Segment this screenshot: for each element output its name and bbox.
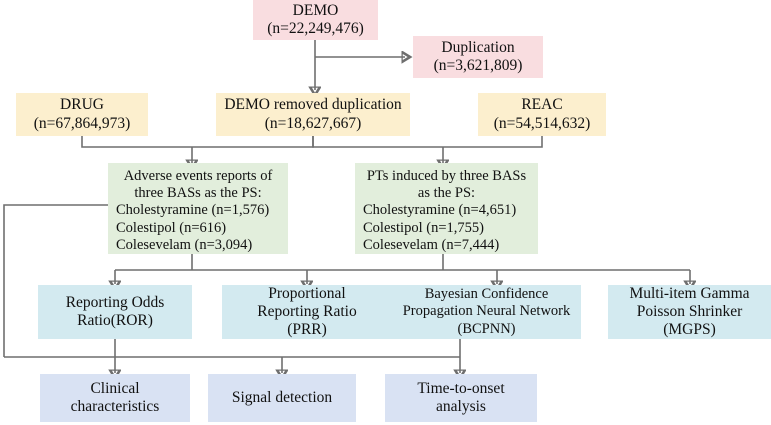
wire-merge-right-bus	[312, 136, 543, 148]
prr-line2: Reporting Ratio	[257, 302, 357, 320]
pts-line1: PTs induced by three BASs	[366, 168, 527, 185]
bcpnn-line1: Bayesian Confidence	[424, 286, 549, 303]
pts-line4: Colestipol (n=1,755)	[363, 219, 484, 236]
node-mgps[interactable]: Multi-item Gamma Poisson Shrinker (MGPS)	[608, 285, 771, 339]
node-demo-label: DEMO	[292, 1, 339, 19]
node-time-to-onset-analysis[interactable]: Time-to-onset analysis	[385, 374, 537, 422]
mgps-line1: Multi-item Gamma	[629, 284, 750, 302]
node-clinical-characteristics[interactable]: Clinical characteristics	[40, 374, 190, 422]
node-duplication-label: Duplication	[441, 38, 515, 56]
node-ror[interactable]: Reporting Odds Ratio(ROR)	[38, 285, 192, 339]
node-drug-label: DRUG	[60, 96, 104, 114]
node-demo-dedup-count: (n=18,627,667)	[264, 114, 362, 132]
node-duplication-count: (n=3,621,809)	[433, 57, 523, 74]
ae-line4: Colestipol (n=616)	[116, 219, 227, 236]
wire-merge-left-bus	[81, 136, 314, 148]
prr-line1: Proportional	[268, 284, 346, 302]
mgps-line3: (MGPS)	[663, 321, 716, 339]
bcpnn-line2: Propagation Neural Network	[402, 303, 571, 320]
node-drug-count: (n=67,864,973)	[33, 114, 131, 132]
timeonset-line2: analysis	[436, 398, 486, 415]
node-signal-detection[interactable]: Signal detection	[208, 374, 356, 422]
bcpnn-line3: (BCPNN)	[457, 320, 516, 337]
timeonset-line1: Time-to-onset	[417, 379, 505, 397]
pts-line5: Colesevelam (n=7,444)	[363, 236, 500, 253]
ae-line2: three BASs as the PS:	[134, 185, 262, 202]
node-prr[interactable]: Proportional Reporting Ratio (PRR)	[222, 285, 392, 339]
node-reac[interactable]: REAC (n=54,514,632)	[478, 93, 606, 136]
node-adverse-events-reports[interactable]: Adverse events reports of three BASs as …	[108, 163, 288, 254]
clinical-line2: characteristics	[70, 398, 160, 415]
mgps-line2: Poisson Shrinker	[636, 302, 743, 320]
pts-line3: Cholestyramine (n=4,651)	[363, 202, 517, 219]
node-bcpnn[interactable]: Bayesian Confidence Propagation Neural N…	[392, 285, 581, 339]
clinical-line1: Clinical	[90, 379, 140, 397]
node-reac-label: REAC	[521, 96, 563, 114]
node-demo-removed-duplication[interactable]: DEMO removed duplication (n=18,627,667)	[216, 93, 410, 136]
node-duplication[interactable]: Duplication (n=3,621,809)	[413, 36, 543, 78]
wire-left-routing	[3, 204, 108, 357]
signal-line1: Signal detection	[231, 388, 333, 406]
node-reac-count: (n=54,514,632)	[493, 114, 591, 132]
node-demo[interactable]: DEMO (n=22,249,476)	[253, 0, 378, 40]
ae-line1: Adverse events reports of	[123, 168, 273, 185]
prr-line3: (PRR)	[287, 321, 327, 339]
node-demo-dedup-label: DEMO removed duplication	[224, 96, 402, 114]
ae-line5: Colesevelam (n=3,094)	[116, 236, 253, 253]
node-drug[interactable]: DRUG (n=67,864,973)	[16, 93, 148, 136]
ae-line3: Cholestyramine (n=1,576)	[116, 202, 270, 219]
node-demo-count: (n=22,249,476)	[267, 20, 364, 37]
pts-line2: as the PS:	[417, 185, 476, 202]
node-pts-induced[interactable]: PTs induced by three BASs as the PS: Cho…	[355, 163, 538, 254]
ror-line2: Ratio(ROR)	[77, 312, 153, 329]
ror-line1: Reporting Odds	[65, 293, 165, 311]
